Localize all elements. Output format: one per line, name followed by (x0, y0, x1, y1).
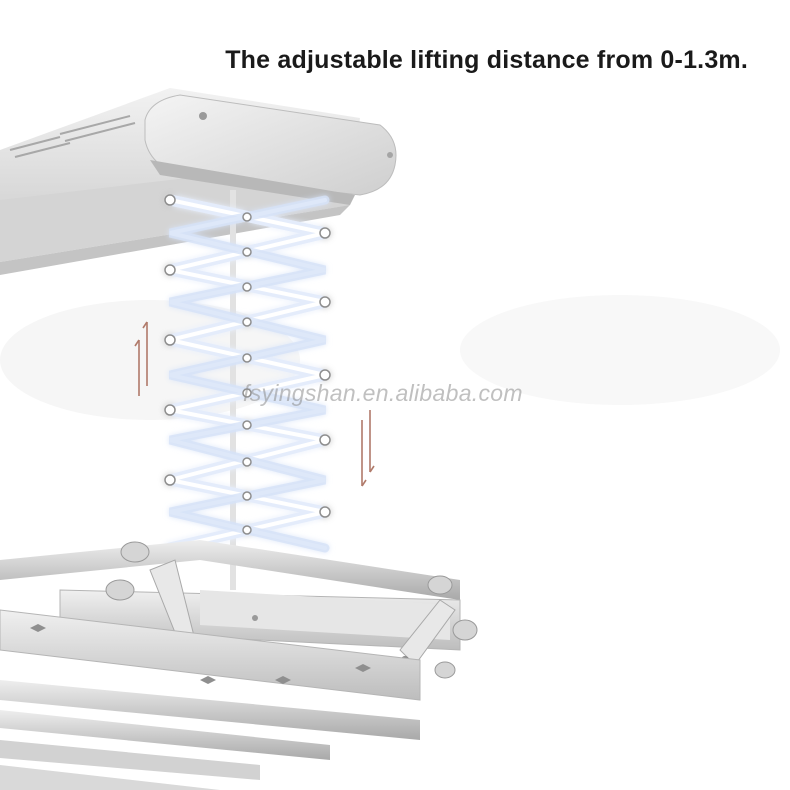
headline: The adjustable lifting distance from 0-1… (225, 46, 748, 74)
drying-rack (0, 540, 478, 790)
down-arrow-icon (361, 410, 375, 487)
up-arrow-icon (134, 321, 148, 396)
watermark: fsyingshan.en.alibaba.com (243, 380, 523, 406)
scissor-arm (164, 194, 331, 554)
